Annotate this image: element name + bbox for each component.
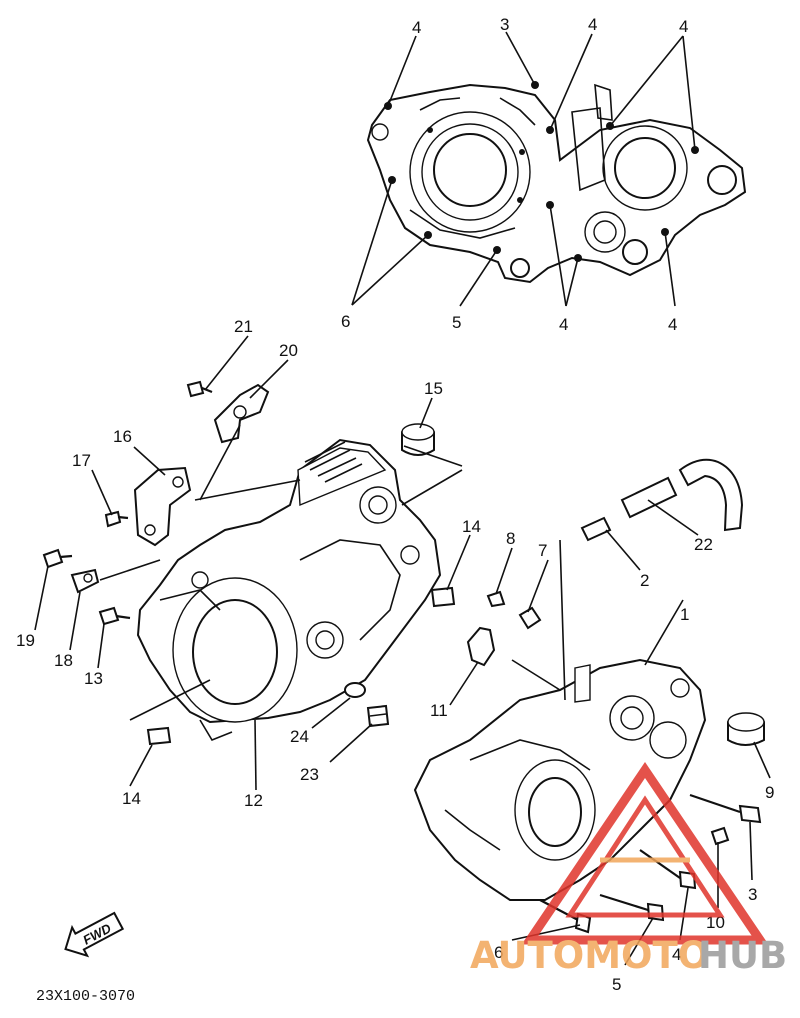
callout-19: 19: [16, 631, 35, 650]
callout-17: 17: [72, 451, 91, 470]
callout-8: 8: [506, 529, 515, 548]
leader-lines-top: [351, 31, 696, 307]
callout-labels: 4 3 4 4 6 5 4 4 21 20 15 16 17 14 8 7 22…: [16, 15, 774, 994]
callout-11: 11: [430, 701, 448, 720]
callout-10: 10: [706, 913, 725, 932]
callout-7: 7: [538, 541, 547, 560]
callout-3: 3: [500, 15, 509, 34]
callout-4: 4: [672, 945, 681, 964]
callout-4: 4: [559, 315, 568, 334]
callout-4: 4: [679, 17, 688, 36]
automotohub-watermark: AUTOMOTO HUB: [470, 761, 787, 977]
callout-3: 3: [748, 885, 757, 904]
small-parts-left: [42, 380, 542, 746]
callout-5: 5: [612, 975, 621, 994]
callout-14: 14: [462, 517, 481, 536]
callout-24: 24: [290, 727, 309, 746]
callout-15: 15: [424, 379, 443, 398]
watermark-triangle-icon: [521, 761, 769, 945]
callout-13: 13: [84, 669, 103, 688]
watermark-text-part1: AUTOMOTO: [470, 934, 709, 977]
crankcase-inner-view: [366, 81, 747, 284]
callout-20: 20: [279, 341, 298, 360]
callout-9: 9: [765, 783, 774, 802]
diagram-code: 23X100-3070: [36, 988, 135, 1005]
callout-22: 22: [694, 535, 713, 554]
callout-14: 14: [122, 789, 141, 808]
callout-4: 4: [588, 15, 597, 34]
callout-5: 5: [452, 313, 461, 332]
leader-lines-lower: [34, 335, 771, 966]
callout-2: 2: [640, 571, 649, 590]
left-crankcase: [136, 438, 442, 741]
callout-4: 4: [412, 18, 421, 37]
callout-1: 1: [680, 605, 689, 624]
callout-6: 6: [494, 943, 503, 962]
callout-21: 21: [234, 317, 253, 336]
callout-4: 4: [668, 315, 677, 334]
callout-12: 12: [244, 791, 263, 810]
watermark-text-part2: HUB: [698, 934, 787, 977]
fwd-arrow: FWD: [64, 911, 125, 958]
callout-6: 6: [341, 312, 350, 331]
right-crankcase: [413, 458, 765, 934]
callout-16: 16: [113, 427, 132, 446]
callout-18: 18: [54, 651, 73, 670]
callout-23: 23: [300, 765, 319, 784]
